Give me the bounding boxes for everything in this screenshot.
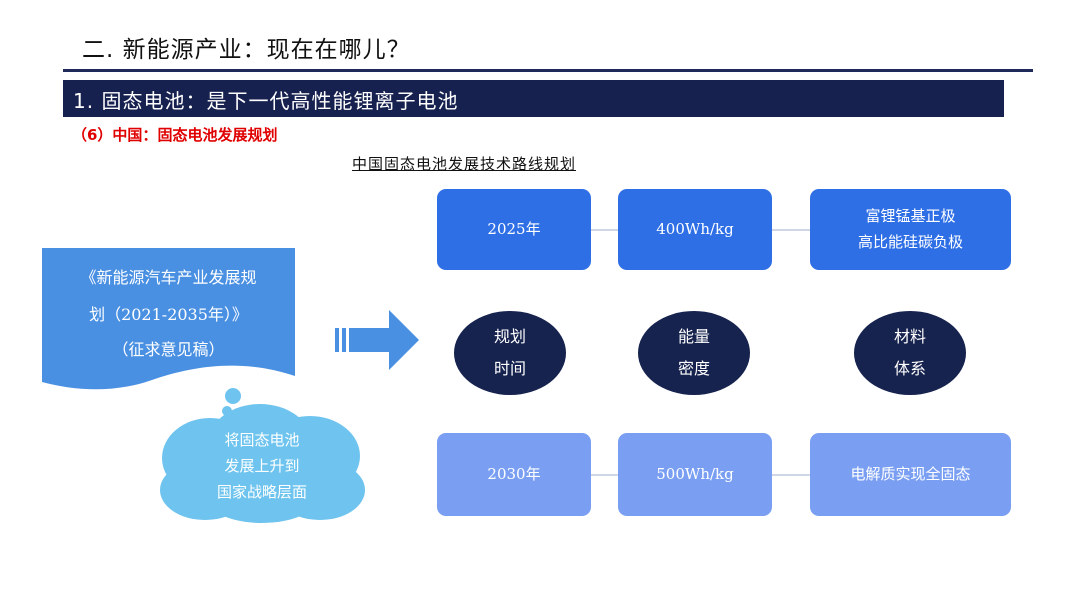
material-2030-box: 电解质实现全固态 (810, 433, 1011, 516)
category-planning-time: 规划 时间 (454, 311, 566, 395)
document-line-1: 《新能源汽车产业发展规 (80, 268, 257, 287)
category-energy-density: 能量 密度 (638, 311, 750, 395)
section-bar: 1. 固态电池：是下一代高性能锂离子电池 (63, 80, 1004, 117)
category-planning-line-2: 时间 (493, 359, 526, 378)
category-energy-line-1: 能量 (677, 327, 710, 346)
density-2030-label: 500Wh/kg (656, 464, 734, 483)
right-arrow-icon (335, 310, 419, 370)
time-2025-box: 2025年 (437, 189, 591, 270)
document-line-3: （征求意见稿） (112, 340, 225, 359)
material-2030-label: 电解质实现全固态 (850, 464, 971, 483)
diagram-title: 中国固态电池发展技术路线规划 (352, 155, 577, 173)
density-2025-box: 400Wh/kg (618, 189, 772, 270)
category-planning-line-1: 规划 (493, 327, 526, 346)
category-material-system: 材料 体系 (854, 311, 966, 395)
category-material-line-1: 材料 (893, 327, 926, 346)
category-energy-line-2: 密度 (677, 359, 710, 378)
material-2025-line-1: 富锂锰基正极 (865, 207, 956, 225)
time-2025-label: 2025年 (487, 219, 541, 238)
material-2025-line-2: 高比能硅碳负极 (857, 232, 963, 251)
cloud-shape (160, 388, 365, 523)
cloud-line-3: 国家战略层面 (216, 483, 307, 501)
category-material-line-2: 体系 (893, 359, 926, 378)
document-line-2: 划（2021-2035年）》 (89, 305, 248, 324)
section-title: 1. 固态电池：是下一代高性能锂离子电池 (73, 89, 459, 113)
title-divider (63, 69, 1033, 72)
material-2025-box: 富锂锰基正极 高比能硅碳负极 (810, 189, 1011, 270)
cloud-line-1: 将固态电池 (224, 431, 300, 449)
sub-heading: （6）中国：固态电池发展规划 (72, 126, 278, 144)
time-2030-box: 2030年 (437, 433, 591, 516)
page-title: 二. 新能源产业：现在在哪儿？ (82, 37, 411, 63)
strategy-cloud: 将固态电池 发展上升到 国家战略层面 (157, 396, 367, 521)
cloud-line-2: 发展上升到 (224, 457, 300, 475)
policy-document: 《新能源汽车产业发展规 划（2021-2035年）》 （征求意见稿） (42, 248, 295, 395)
time-2030-label: 2030年 (487, 464, 541, 483)
density-2025-label: 400Wh/kg (656, 219, 734, 238)
document-shape (42, 248, 295, 390)
density-2030-box: 500Wh/kg (618, 433, 772, 516)
